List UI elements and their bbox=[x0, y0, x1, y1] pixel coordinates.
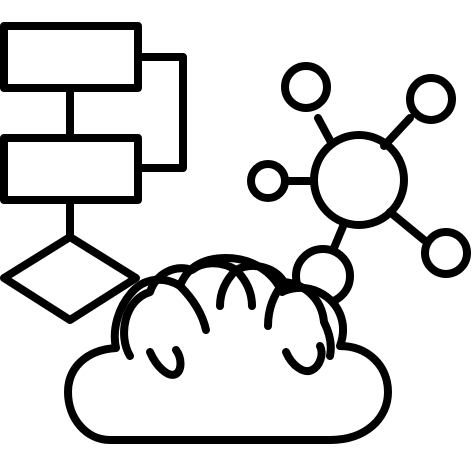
network-icon bbox=[247, 62, 471, 307]
flowchart-decision-diamond bbox=[0, 233, 140, 324]
network-edge-bottom bbox=[330, 220, 348, 252]
brain-left-fold bbox=[176, 282, 210, 334]
brain-central-fissure-right bbox=[232, 266, 256, 310]
flowchart-top-box bbox=[0, 22, 142, 92]
network-node-top-right bbox=[406, 74, 456, 124]
flowchart-loop-connector bbox=[134, 53, 187, 172]
network-node-left bbox=[247, 160, 289, 202]
brain-right-fold bbox=[264, 278, 288, 330]
network-edge-top-left bbox=[314, 114, 336, 148]
cloud-outline bbox=[64, 254, 392, 444]
network-edge-bottom-right bbox=[386, 208, 428, 244]
network-node-bottom-right bbox=[421, 228, 471, 278]
brain-lower-left-curl bbox=[146, 346, 185, 379]
brain-lower-right-curl bbox=[282, 342, 326, 375]
cloud-icon bbox=[64, 254, 392, 444]
brain-icon bbox=[120, 259, 335, 379]
brain-right-lobe-outline bbox=[232, 262, 335, 360]
brain-left-lobe-outline bbox=[120, 259, 240, 360]
network-hub-node bbox=[310, 131, 408, 229]
flowchart-middle-box bbox=[0, 134, 142, 204]
network-node-top-left bbox=[281, 62, 331, 112]
flowchart-icon bbox=[0, 22, 187, 324]
